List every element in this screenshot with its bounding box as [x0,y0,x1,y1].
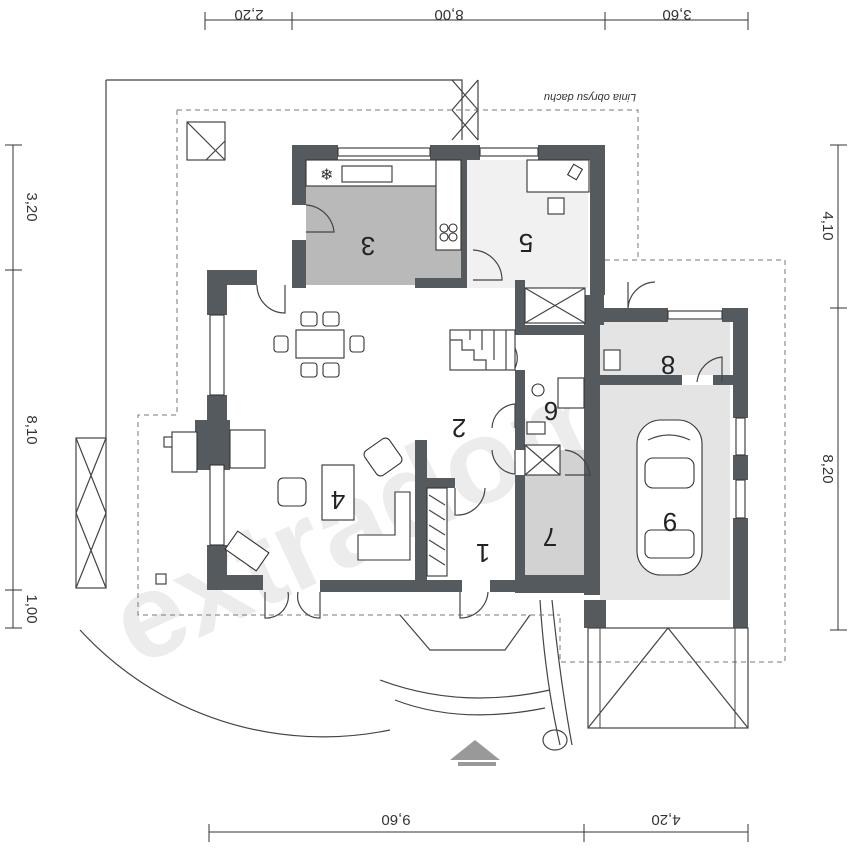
room-5-label: 5 [519,228,533,258]
bathroom-fittings [526,377,585,435]
dim-right-1: 4,10 [819,211,836,240]
dining-table [273,311,365,378]
dim-top-1: 2,20 [234,6,263,23]
room-1-label: 1 [476,538,490,568]
room-labels: 1 2 3 4 5 6 7 8 9 [331,228,677,568]
room-4-label: 4 [331,485,345,515]
car-icon [636,419,703,576]
dimension-lines [5,12,847,842]
dim-left-3: 1,00 [23,594,40,623]
office-furniture [526,159,590,215]
dim-top-2: 8,00 [434,6,463,23]
utility-boxes [155,121,621,585]
room-7-label: 7 [543,522,557,552]
dim-top-3: 3,60 [662,6,691,23]
room-6-label: 6 [544,396,558,426]
windows [209,147,746,546]
dimension-labels: 2,20 8,00 3,60 9,60 4,20 3,20 8,10 1,00 … [23,6,836,828]
dim-left-2: 8,10 [23,415,40,444]
room-2-label: 2 [452,413,466,443]
roof-outline-label: Linia obrysu dachu [544,91,636,103]
doors [256,204,723,619]
garage-door [587,627,749,729]
dim-bottom-1: 9,60 [381,811,410,828]
living-furniture [224,437,411,572]
walls [195,145,748,628]
kitchen-fittings: ❄ [305,159,462,251]
wardrobe [426,487,448,577]
stairs [449,329,516,371]
room-9-label: 9 [663,507,677,537]
dim-left-1: 3,20 [23,192,40,221]
terrace-outline [75,79,573,751]
dim-bottom-2: 4,20 [651,811,680,828]
snowflake-icon: ❄ [320,167,333,184]
dim-right-2: 8,20 [819,454,836,483]
room-8-floor [600,320,730,375]
room-3-label: 3 [361,231,375,261]
entrance-arrow-icon [450,740,500,766]
room-8-label: 8 [661,350,675,380]
